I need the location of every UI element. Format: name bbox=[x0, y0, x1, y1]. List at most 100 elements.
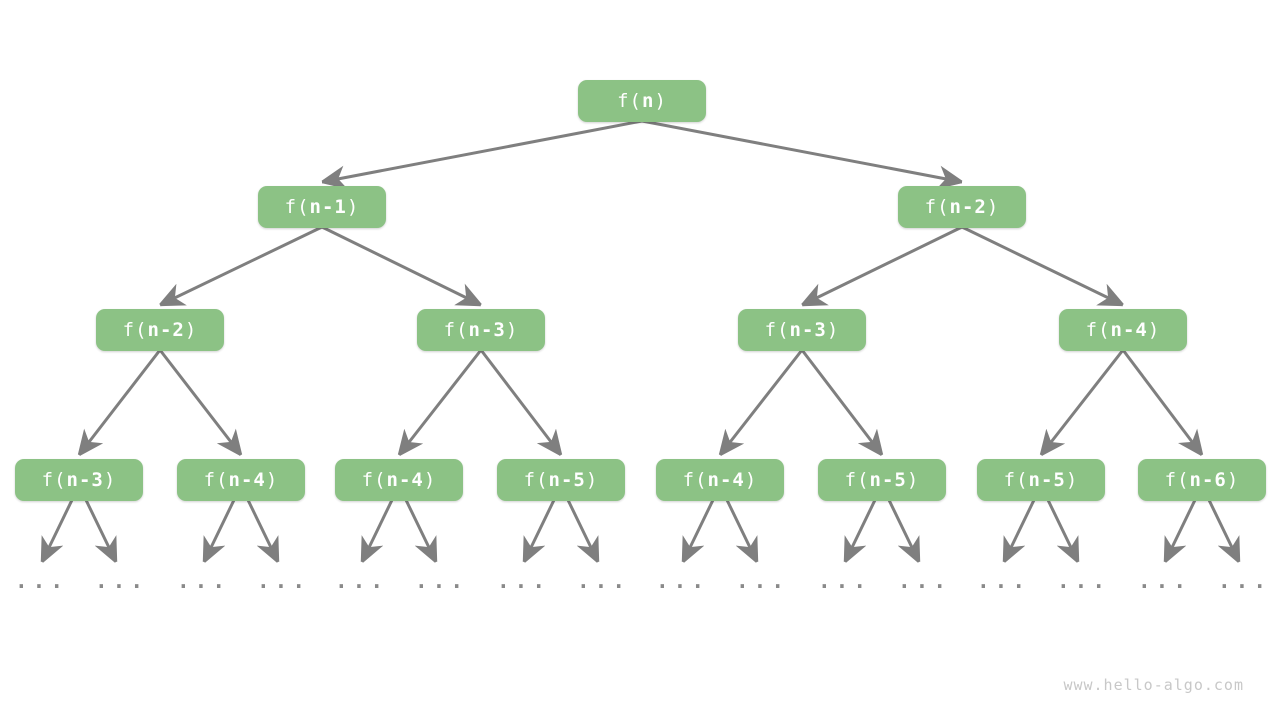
node-label-argument: n-6 bbox=[1189, 469, 1227, 491]
node-label-suffix: ) bbox=[423, 469, 437, 491]
edge-arrow bbox=[1163, 499, 1197, 562]
edge-arrow bbox=[360, 499, 394, 562]
ellipsis-leaf: ... bbox=[15, 569, 68, 593]
node-label-argument: n-2 bbox=[949, 196, 987, 218]
node-label-prefix: f( bbox=[41, 469, 67, 491]
node-label-prefix: f( bbox=[203, 469, 229, 491]
node-label-prefix: f( bbox=[361, 469, 387, 491]
node-label-prefix: f( bbox=[122, 319, 148, 341]
node-label-suffix: ) bbox=[184, 319, 198, 341]
edge-arrow bbox=[479, 349, 561, 455]
edge-arrow bbox=[322, 119, 643, 182]
ellipsis-leaf: ... bbox=[1138, 569, 1191, 593]
edge-arrow bbox=[399, 349, 483, 455]
ellipsis-leaf: ... bbox=[497, 569, 550, 593]
node-label-suffix: ) bbox=[826, 319, 840, 341]
tree-node-f(n-3): f(n-3) bbox=[738, 309, 866, 351]
ellipsis-leaf: ... bbox=[977, 569, 1030, 593]
node-label-suffix: ) bbox=[1147, 319, 1161, 341]
edge-arrow bbox=[1002, 499, 1036, 562]
tree-node-f(n-4): f(n-4) bbox=[335, 459, 463, 501]
ellipsis-leaf: ... bbox=[577, 569, 630, 593]
ellipsis-leaf: ... bbox=[818, 569, 871, 593]
node-label-argument: n-5 bbox=[869, 469, 907, 491]
node-label-suffix: ) bbox=[585, 469, 599, 491]
tree-node-f(n-2): f(n-2) bbox=[96, 309, 224, 351]
tree-node-f(n-5): f(n-5) bbox=[497, 459, 625, 501]
edge-arrow bbox=[802, 225, 963, 307]
node-label-suffix: ) bbox=[744, 469, 758, 491]
node-label-argument: n-3 bbox=[66, 469, 104, 491]
edge-arrow bbox=[522, 499, 556, 562]
node-label-argument: n-5 bbox=[1028, 469, 1066, 491]
ellipsis-leaf: ... bbox=[95, 569, 148, 593]
edge-arrow bbox=[160, 225, 323, 307]
node-label-prefix: f( bbox=[523, 469, 549, 491]
edge-arrow bbox=[843, 499, 877, 562]
edge-arrow bbox=[566, 499, 600, 562]
edge-arrow bbox=[202, 499, 236, 562]
edge-arrow bbox=[158, 349, 241, 455]
edge-arrow bbox=[79, 349, 162, 455]
ellipsis-leaf: ... bbox=[1057, 569, 1110, 593]
edge-arrow bbox=[720, 349, 804, 455]
node-label-prefix: f( bbox=[924, 196, 950, 218]
node-label-argument: n-4 bbox=[707, 469, 745, 491]
tree-node-f(n-4): f(n-4) bbox=[1059, 309, 1187, 351]
node-label-suffix: ) bbox=[986, 196, 1000, 218]
node-label-prefix: f( bbox=[764, 319, 790, 341]
tree-node-f(n-4): f(n-4) bbox=[656, 459, 784, 501]
tree-node-f(n): f(n) bbox=[578, 80, 706, 122]
node-label-prefix: f( bbox=[1085, 319, 1111, 341]
watermark: www.hello-algo.com bbox=[1063, 676, 1244, 694]
tree-node-f(n-5): f(n-5) bbox=[818, 459, 946, 501]
node-label-prefix: f( bbox=[1164, 469, 1190, 491]
node-label-prefix: f( bbox=[844, 469, 870, 491]
ellipsis-leaf: ... bbox=[656, 569, 709, 593]
edge-arrow bbox=[641, 119, 962, 182]
edge-arrow bbox=[40, 499, 74, 562]
node-label-argument: n-3 bbox=[789, 319, 827, 341]
node-label-argument: n-4 bbox=[228, 469, 266, 491]
tree-node-f(n-1): f(n-1) bbox=[258, 186, 386, 228]
node-label-suffix: ) bbox=[346, 196, 360, 218]
node-label-prefix: f( bbox=[617, 90, 642, 112]
node-label-argument: n-3 bbox=[468, 319, 506, 341]
node-label-prefix: f( bbox=[284, 196, 310, 218]
node-label-argument: n bbox=[641, 90, 655, 112]
edge-arrow bbox=[404, 499, 438, 562]
node-label-suffix: ) bbox=[265, 469, 279, 491]
tree-node-f(n-4): f(n-4) bbox=[177, 459, 305, 501]
edge-arrow bbox=[1207, 499, 1241, 562]
edge-arrow bbox=[961, 225, 1123, 307]
ellipsis-leaf: ... bbox=[898, 569, 951, 593]
edge-arrow bbox=[725, 499, 759, 562]
node-label-suffix: ) bbox=[505, 319, 519, 341]
ellipsis-leaf: ... bbox=[177, 569, 230, 593]
node-label-suffix: ) bbox=[1226, 469, 1240, 491]
edge-arrow bbox=[800, 349, 882, 455]
node-label-prefix: f( bbox=[443, 319, 469, 341]
tree-node-f(n-5): f(n-5) bbox=[977, 459, 1105, 501]
node-label-suffix: ) bbox=[1065, 469, 1079, 491]
node-label-argument: n-1 bbox=[309, 196, 347, 218]
node-label-suffix: ) bbox=[906, 469, 920, 491]
tree-node-f(n-3): f(n-3) bbox=[417, 309, 545, 351]
edge-arrow bbox=[84, 499, 118, 562]
edge-arrow bbox=[321, 225, 481, 307]
tree-node-f(n-6): f(n-6) bbox=[1138, 459, 1266, 501]
node-label-suffix: ) bbox=[103, 469, 117, 491]
ellipsis-leaf: ... bbox=[415, 569, 468, 593]
node-label-prefix: f( bbox=[1003, 469, 1029, 491]
edge-arrow bbox=[246, 499, 280, 562]
edge-arrow bbox=[1121, 349, 1202, 455]
tree-node-f(n-3): f(n-3) bbox=[15, 459, 143, 501]
ellipsis-leaf: ... bbox=[257, 569, 310, 593]
node-label-prefix: f( bbox=[682, 469, 708, 491]
node-label-argument: n-5 bbox=[548, 469, 586, 491]
tree-node-f(n-2): f(n-2) bbox=[898, 186, 1026, 228]
edge-arrow bbox=[887, 499, 921, 562]
